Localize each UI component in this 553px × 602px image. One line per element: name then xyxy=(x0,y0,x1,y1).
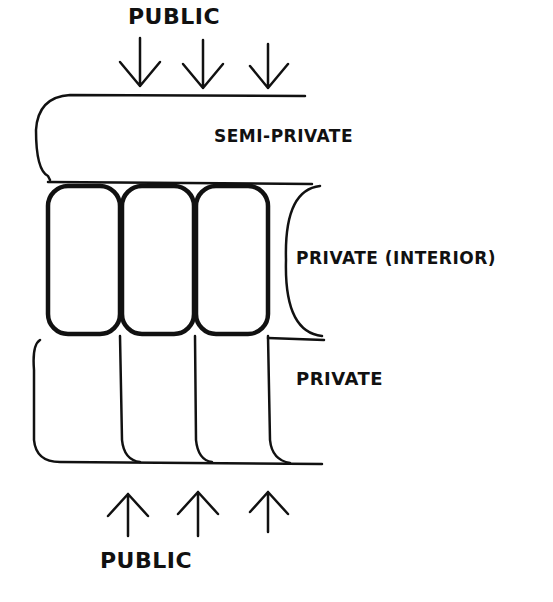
arrows-up xyxy=(108,492,288,536)
zone-label: SEMI-PRIVATE xyxy=(214,126,353,146)
private-yards xyxy=(34,336,324,464)
interior-boxes xyxy=(48,186,268,334)
zone-label: PRIVATE xyxy=(296,368,383,389)
zone-label: PRIVATE (INTERIOR) xyxy=(296,248,496,268)
zone-label: PUBLIC xyxy=(128,4,220,29)
arrows-down xyxy=(120,38,288,88)
zone-label: PUBLIC xyxy=(100,548,192,573)
